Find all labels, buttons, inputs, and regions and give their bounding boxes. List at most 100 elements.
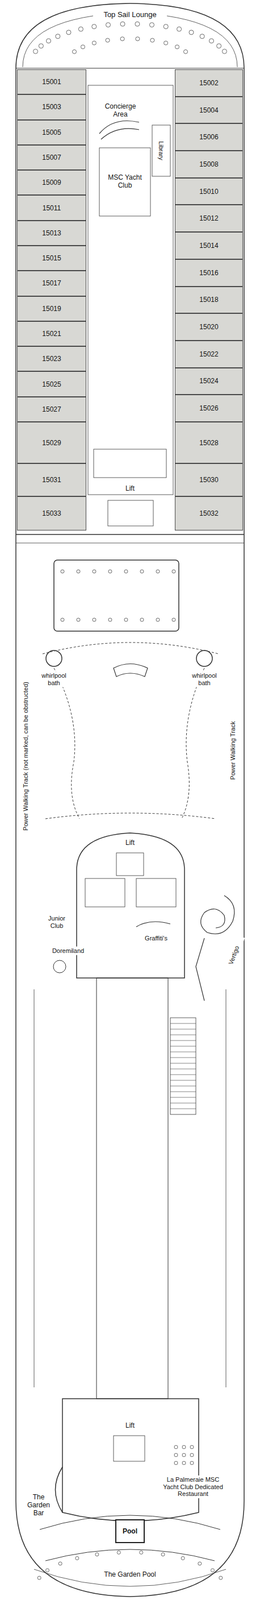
lift-label: Lift — [118, 1419, 142, 1429]
venue-name: Graffiti's — [136, 932, 176, 942]
cabin-box: 15023 — [17, 345, 87, 371]
cabin-number: 15033 — [42, 508, 61, 517]
seat — [190, 1451, 194, 1455]
seat — [135, 36, 140, 41]
cabin-number: 15002 — [199, 78, 218, 87]
seat — [80, 44, 85, 49]
cabin-number: 15003 — [42, 102, 61, 111]
cabin-box: 15005 — [17, 119, 87, 145]
garden-pool-deck — [39, 1512, 221, 1559]
cabin-box: 15027 — [17, 396, 87, 422]
cabin-number: 15026 — [199, 403, 218, 412]
cabin-box: 15008 — [174, 150, 243, 178]
play-area — [53, 958, 66, 972]
seat — [76, 568, 81, 573]
lounge-wall — [15, 68, 245, 69]
lounge-outline — [22, 12, 238, 67]
venue-name: Doremiland — [45, 945, 91, 954]
stair-step — [170, 1106, 196, 1108]
cabin-box: 15009 — [17, 169, 87, 195]
seat — [92, 617, 96, 621]
seat — [182, 1458, 186, 1463]
cabin-box: 15001 — [17, 69, 87, 95]
cabin-box: 15012 — [174, 204, 243, 232]
stair-step — [170, 1072, 196, 1074]
cabin-box: 15021 — [17, 320, 87, 346]
cabin-box: 15030 — [174, 462, 243, 496]
graffitis-counter — [136, 920, 171, 926]
cabin-box: 15018 — [174, 286, 243, 314]
cabin-number: 15024 — [199, 376, 218, 385]
bar-name: The Garden Bar — [22, 1490, 55, 1516]
deck-divider — [15, 542, 245, 543]
seat — [124, 568, 128, 573]
stair-step — [170, 1095, 196, 1097]
cabin-box: 15002 — [174, 69, 243, 97]
stair-step — [170, 1067, 196, 1068]
pool-name: The Garden Pool — [95, 1567, 165, 1578]
cabin-box: 15006 — [174, 123, 243, 151]
stair-step — [170, 1038, 196, 1040]
seat — [198, 1559, 202, 1563]
seat — [124, 617, 128, 621]
cabin-box: 15024 — [174, 367, 243, 395]
stern-arc — [34, 1566, 226, 1584]
deck-edge — [34, 987, 35, 1386]
stair-step — [170, 1084, 196, 1085]
garden-bar-counter — [55, 1464, 64, 1511]
seat — [181, 1553, 185, 1558]
venue-name: Junior Club — [42, 912, 71, 929]
vertigo-slide — [195, 894, 235, 1000]
seat — [46, 38, 52, 44]
stair-step — [170, 1061, 196, 1063]
seat — [219, 1573, 223, 1578]
cabin-number: 15020 — [199, 322, 218, 331]
seat — [120, 21, 125, 27]
seat — [45, 1566, 50, 1570]
bar-counter — [113, 663, 148, 677]
cabin-number: 15021 — [42, 329, 61, 338]
cabin-number: 15014 — [199, 241, 218, 250]
cabin-number: 15008 — [199, 160, 218, 169]
seat — [208, 38, 214, 44]
seat — [183, 49, 188, 54]
seat — [221, 48, 227, 54]
stair-step — [170, 1044, 196, 1046]
area-name: Concierge Area — [100, 102, 141, 120]
cabin-number: 15028 — [199, 438, 218, 447]
feature-name: whirlpool bath — [36, 670, 72, 686]
track-name: Power Walking Track (not marked, can be … — [21, 661, 31, 849]
lift-label: Lift — [118, 483, 142, 493]
seat — [156, 568, 160, 573]
cabin-number: 15013 — [42, 228, 61, 237]
seat — [108, 617, 112, 621]
seat — [190, 1458, 194, 1463]
cabin-box: 15003 — [17, 94, 87, 120]
seat — [190, 1443, 194, 1447]
seat — [177, 26, 182, 32]
cabin-box: 15007 — [17, 144, 87, 170]
seat — [91, 24, 97, 29]
area-name: MSC Yacht Club — [102, 173, 148, 191]
cabin-box: 15025 — [17, 370, 87, 396]
seat — [76, 617, 81, 621]
seat — [75, 1553, 79, 1558]
cabin-box: 15019 — [17, 295, 87, 321]
seat — [210, 1566, 215, 1570]
seat — [189, 30, 194, 35]
cabin-box: 15015 — [17, 245, 87, 271]
seat — [199, 34, 205, 39]
cabin-box: 15026 — [174, 393, 243, 422]
cabin-number: 15022 — [199, 349, 218, 358]
seat — [38, 43, 44, 49]
cabin-number: 15029 — [42, 438, 61, 447]
seat — [92, 568, 96, 573]
cabin-box: 15033 — [17, 495, 87, 530]
slide-name: Vertigo — [223, 933, 245, 975]
cabin-box: 15010 — [174, 177, 243, 205]
cabin-number: 15009 — [42, 178, 61, 187]
seat — [140, 617, 144, 621]
cabin-number: 15005 — [42, 128, 61, 137]
seat — [149, 22, 154, 28]
cabin-number: 15032 — [199, 508, 218, 517]
